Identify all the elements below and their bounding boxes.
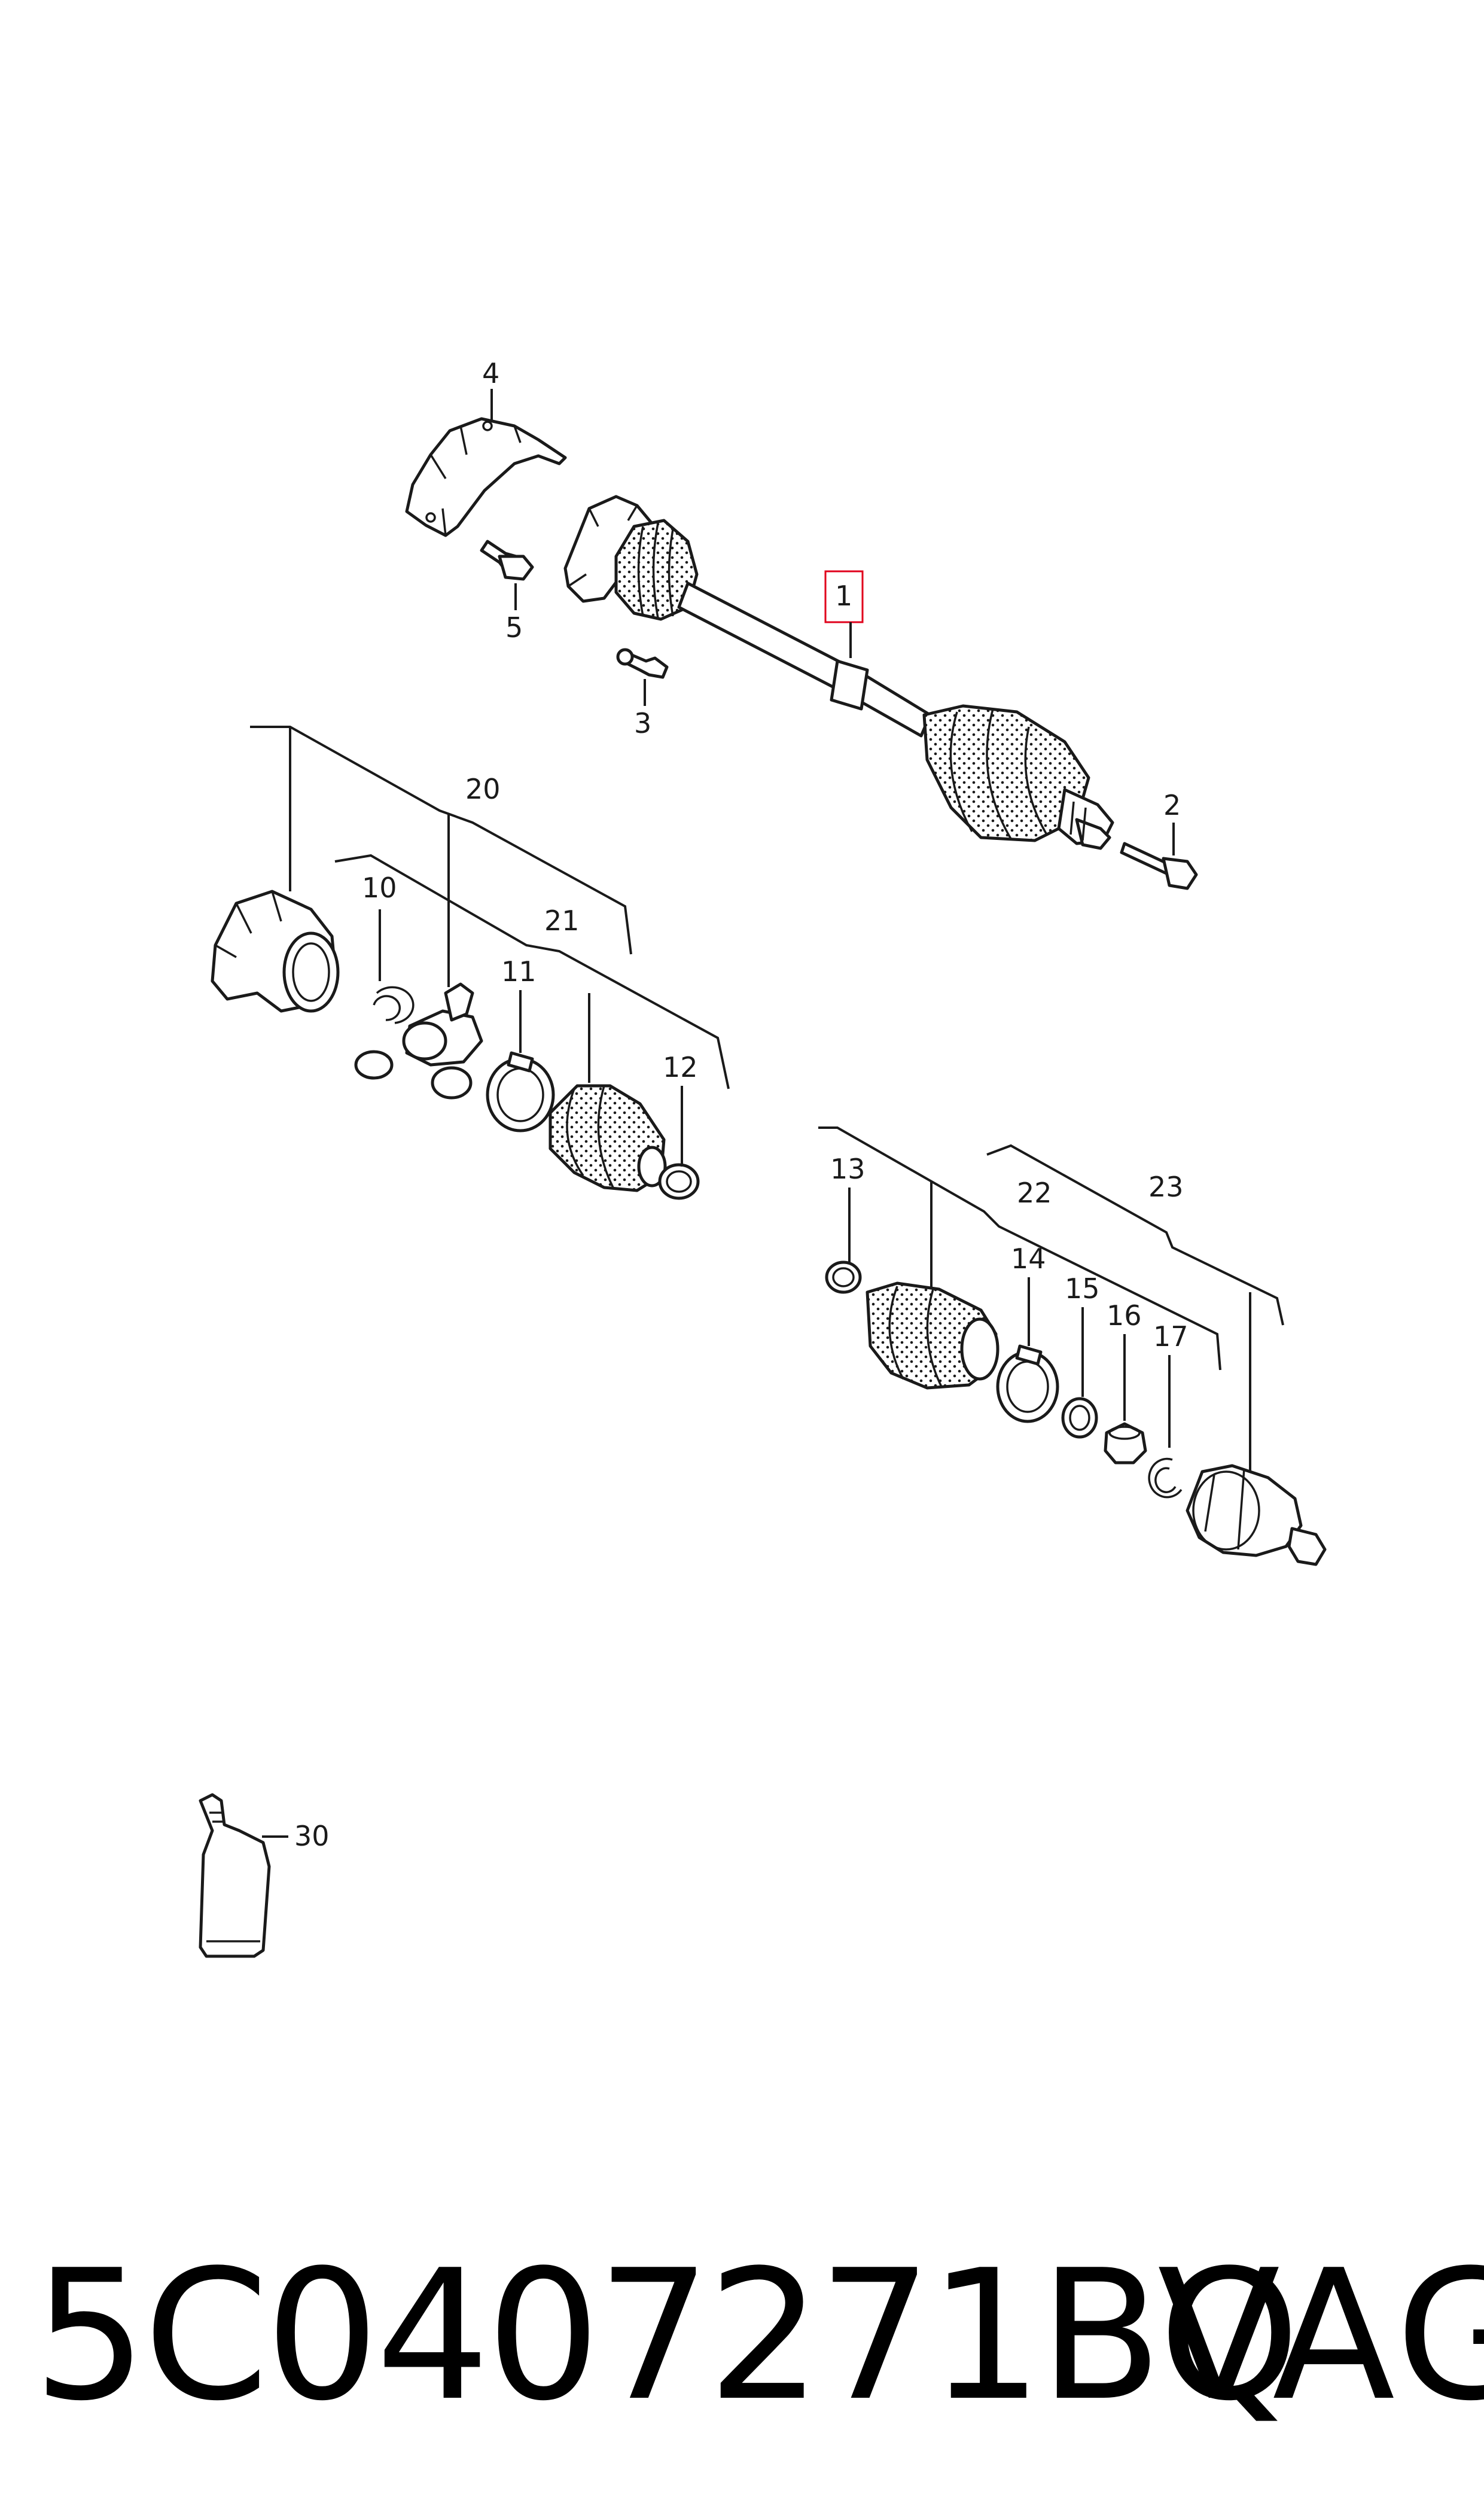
callout-30[interactable]: 30 — [294, 1820, 330, 1852]
circlip-10 — [373, 986, 415, 1024]
inner-boot — [548, 1084, 667, 1192]
callout-4[interactable]: 4 — [482, 357, 499, 389]
callout-23[interactable]: 23 — [1148, 1171, 1184, 1203]
callout-16[interactable]: 16 — [1107, 1299, 1142, 1332]
callout-1-highlight-box — [824, 570, 864, 623]
callout-11[interactable]: 11 — [501, 955, 537, 988]
bolt-2 — [1120, 842, 1198, 890]
grease-tube — [199, 1793, 271, 1958]
callout-2[interactable]: 2 — [1163, 789, 1181, 821]
callout-5[interactable]: 5 — [505, 611, 523, 644]
callout-12[interactable]: 12 — [663, 1051, 698, 1083]
heat-shield-bracket — [405, 417, 567, 537]
bolt-5 — [480, 540, 534, 581]
drive-shaft-assembly — [563, 495, 1114, 850]
callout-10[interactable]: 10 — [362, 872, 397, 904]
bracket-20 — [250, 726, 632, 955]
spacer-16 — [1104, 1422, 1147, 1464]
bracket-23 — [986, 1144, 1284, 1326]
callout-20[interactable]: 20 — [465, 773, 501, 805]
outer-boot — [866, 1281, 1000, 1390]
clamp-13 — [825, 1260, 862, 1294]
callout-1[interactable]: 1 — [835, 580, 852, 612]
callout-15[interactable]: 15 — [1065, 1272, 1100, 1305]
part-number-footer: 5C0407271BQ VAG — [0, 2225, 1484, 2453]
callout-22[interactable]: 22 — [1017, 1177, 1052, 1209]
part-number: 5C0407271BQ — [33, 2231, 1300, 2440]
ring-15 — [1061, 1397, 1098, 1439]
circlip-17 — [1148, 1457, 1183, 1499]
callout-17[interactable]: 17 — [1153, 1320, 1189, 1353]
bracket-22 — [818, 1126, 1221, 1371]
clamp-14 — [996, 1344, 1059, 1423]
tripod-joint — [354, 982, 483, 1100]
clamp-11 — [486, 1051, 555, 1132]
bolt-3 — [616, 648, 669, 679]
callout-3[interactable]: 3 — [634, 707, 651, 739]
outer-cv-joint — [1186, 1464, 1327, 1566]
callout-14[interactable]: 14 — [1011, 1243, 1046, 1275]
brand-label: VAG — [1157, 2231, 1484, 2440]
inner-joint-housing — [211, 890, 340, 1013]
bracket-21 — [334, 854, 730, 1089]
callout-21[interactable]: 21 — [544, 905, 580, 937]
callout-13[interactable]: 13 — [830, 1153, 866, 1185]
clamp-12 — [658, 1163, 700, 1200]
